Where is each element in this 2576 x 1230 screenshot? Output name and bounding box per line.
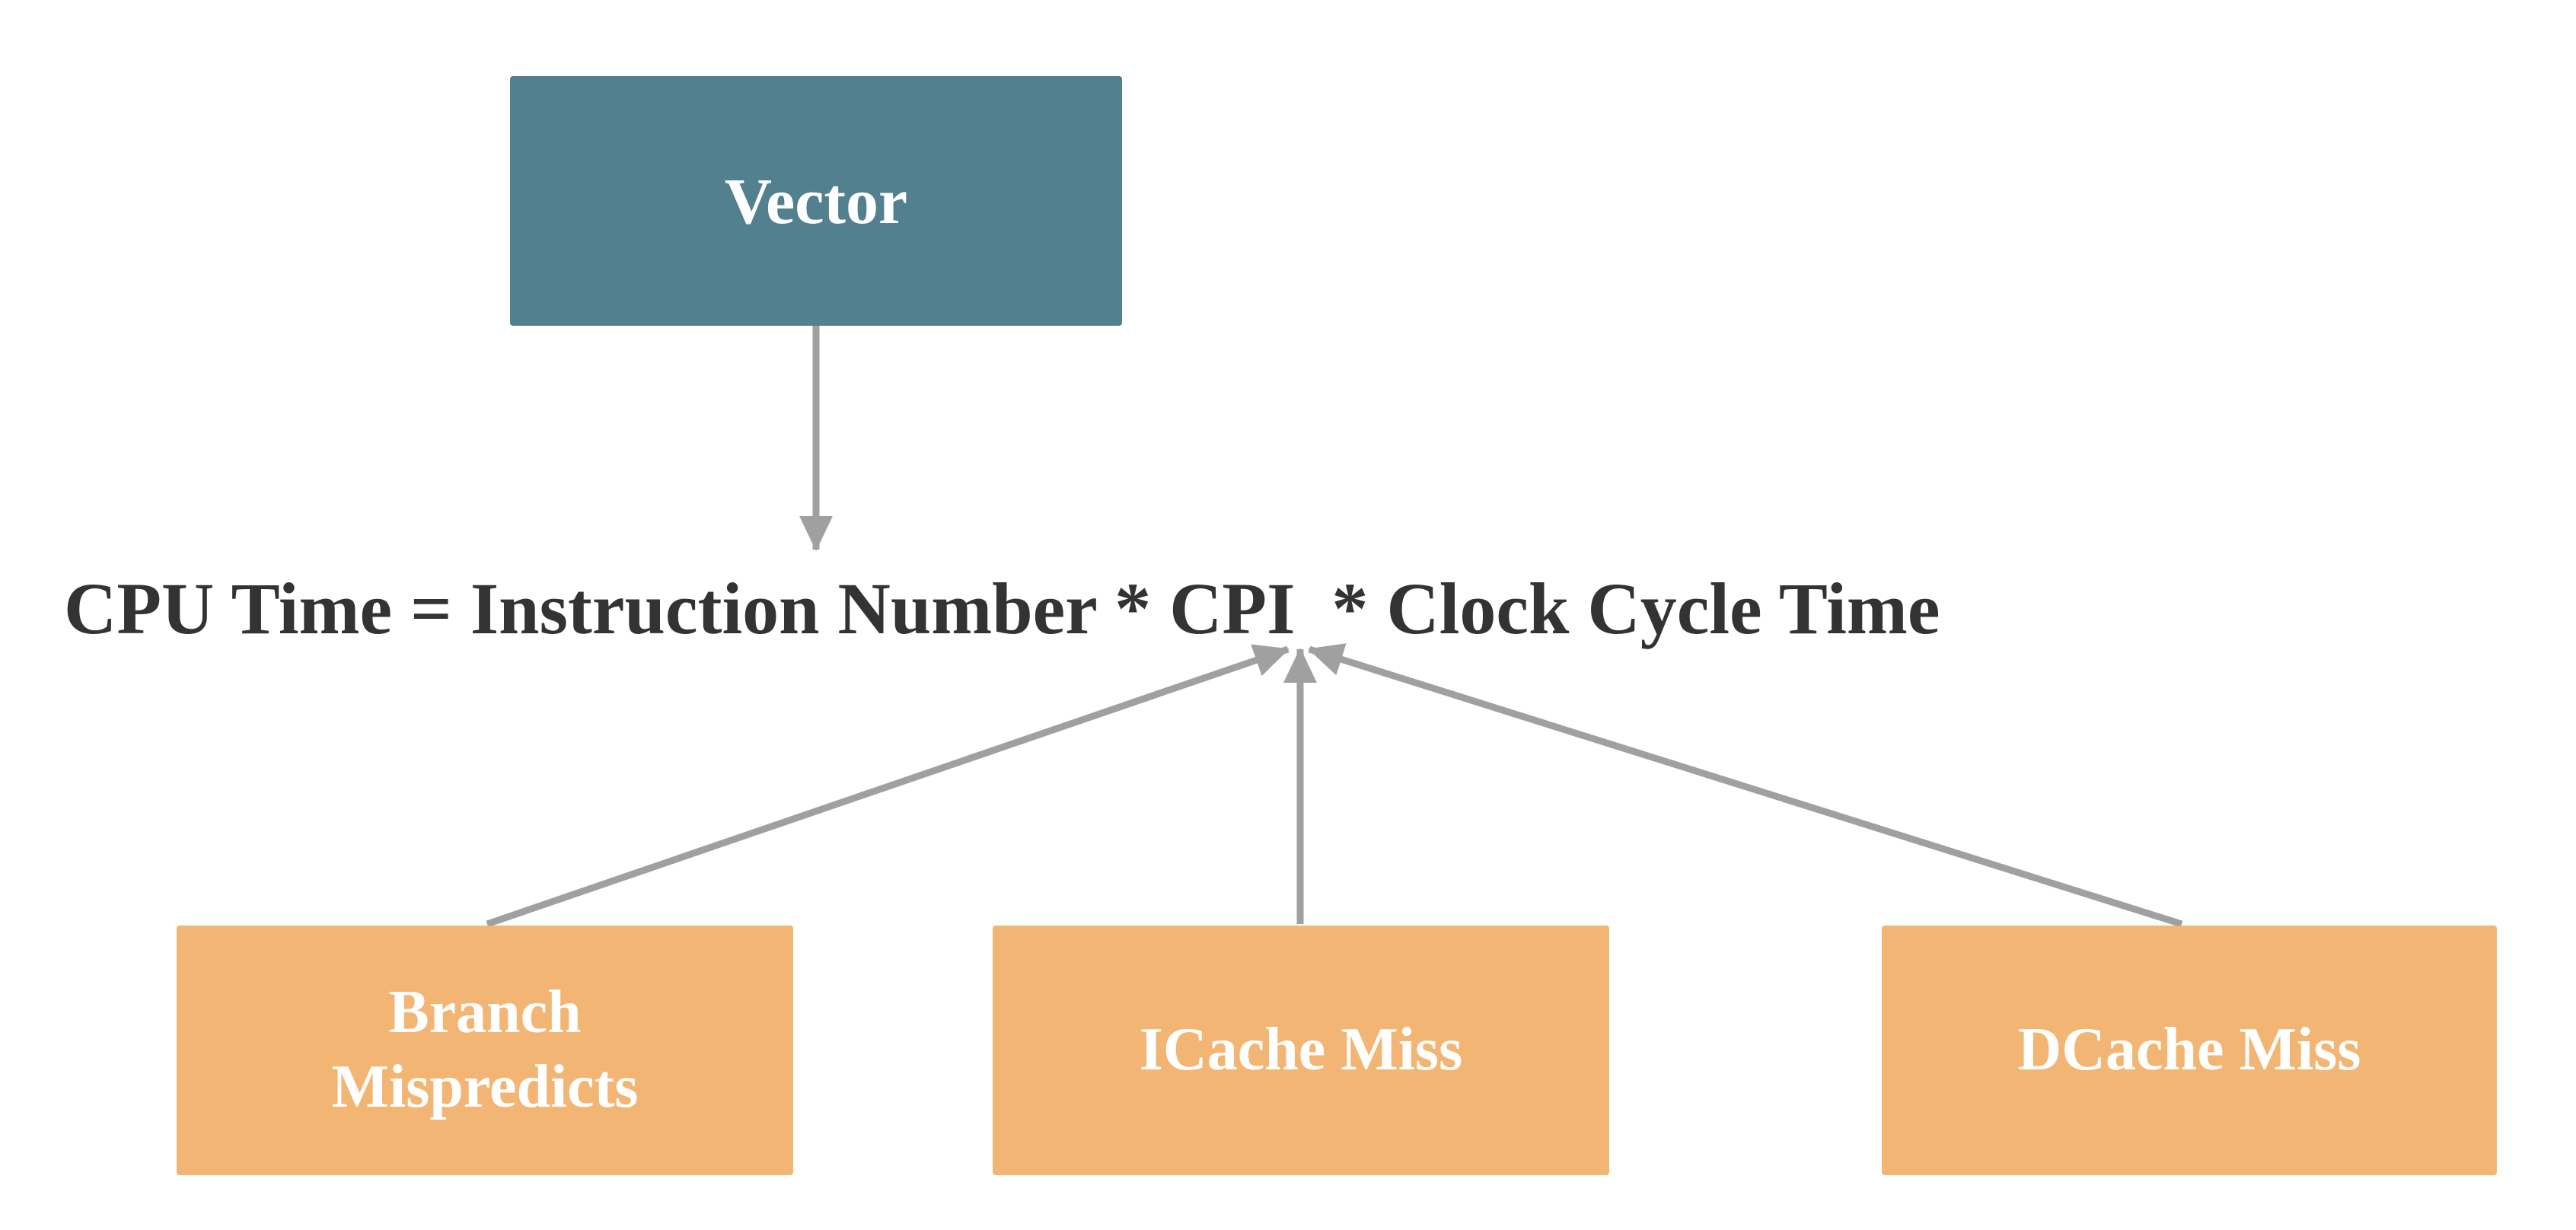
branch-mispredicts-node: Branch Mispredicts <box>177 926 793 1175</box>
branch-label-line1: Branch <box>388 979 582 1047</box>
vector-node: Vector <box>510 76 1122 326</box>
icache-label: ICache Miss <box>1139 1016 1463 1084</box>
arrow-dcache-to-cpi <box>1308 643 2183 928</box>
arrow-branch-to-cpi <box>486 644 1290 928</box>
vector-label: Vector <box>724 164 908 237</box>
dcache-miss-node: DCache Miss <box>1882 926 2497 1175</box>
branch-label-line2: Mispredicts <box>331 1053 639 1120</box>
dcache-label: DCache Miss <box>2017 1016 2361 1084</box>
cpu-time-equation: CPU Time = Instruction Number * CPI * Cl… <box>64 568 1940 649</box>
icache-miss-node: ICache Miss <box>993 926 1609 1175</box>
